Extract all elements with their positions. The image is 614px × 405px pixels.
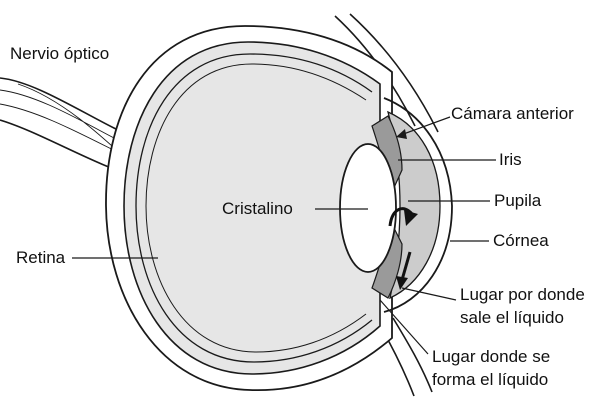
leader-fluid-exit bbox=[402, 288, 456, 300]
label-fluid-formation-line2: forma el líquido bbox=[432, 368, 550, 391]
label-cornea: Córnea bbox=[493, 231, 549, 251]
label-fluid-exit: Lugar por donde sale el líquido bbox=[460, 283, 585, 329]
label-fluid-formation: Lugar donde se forma el líquido bbox=[432, 345, 550, 391]
label-lens: Cristalino bbox=[222, 199, 293, 219]
label-anterior-chamber: Cámara anterior bbox=[451, 104, 574, 124]
label-retina: Retina bbox=[16, 248, 65, 268]
label-optic-nerve: Nervio óptico bbox=[10, 44, 109, 64]
label-fluid-exit-line1: Lugar por donde bbox=[460, 283, 585, 306]
label-iris: Iris bbox=[499, 150, 522, 170]
label-fluid-exit-line2: sale el líquido bbox=[460, 306, 585, 329]
label-fluid-formation-line1: Lugar donde se bbox=[432, 345, 550, 368]
leader-optic-nerve bbox=[82, 66, 98, 102]
label-pupil: Pupila bbox=[494, 191, 541, 211]
lens bbox=[340, 144, 396, 272]
